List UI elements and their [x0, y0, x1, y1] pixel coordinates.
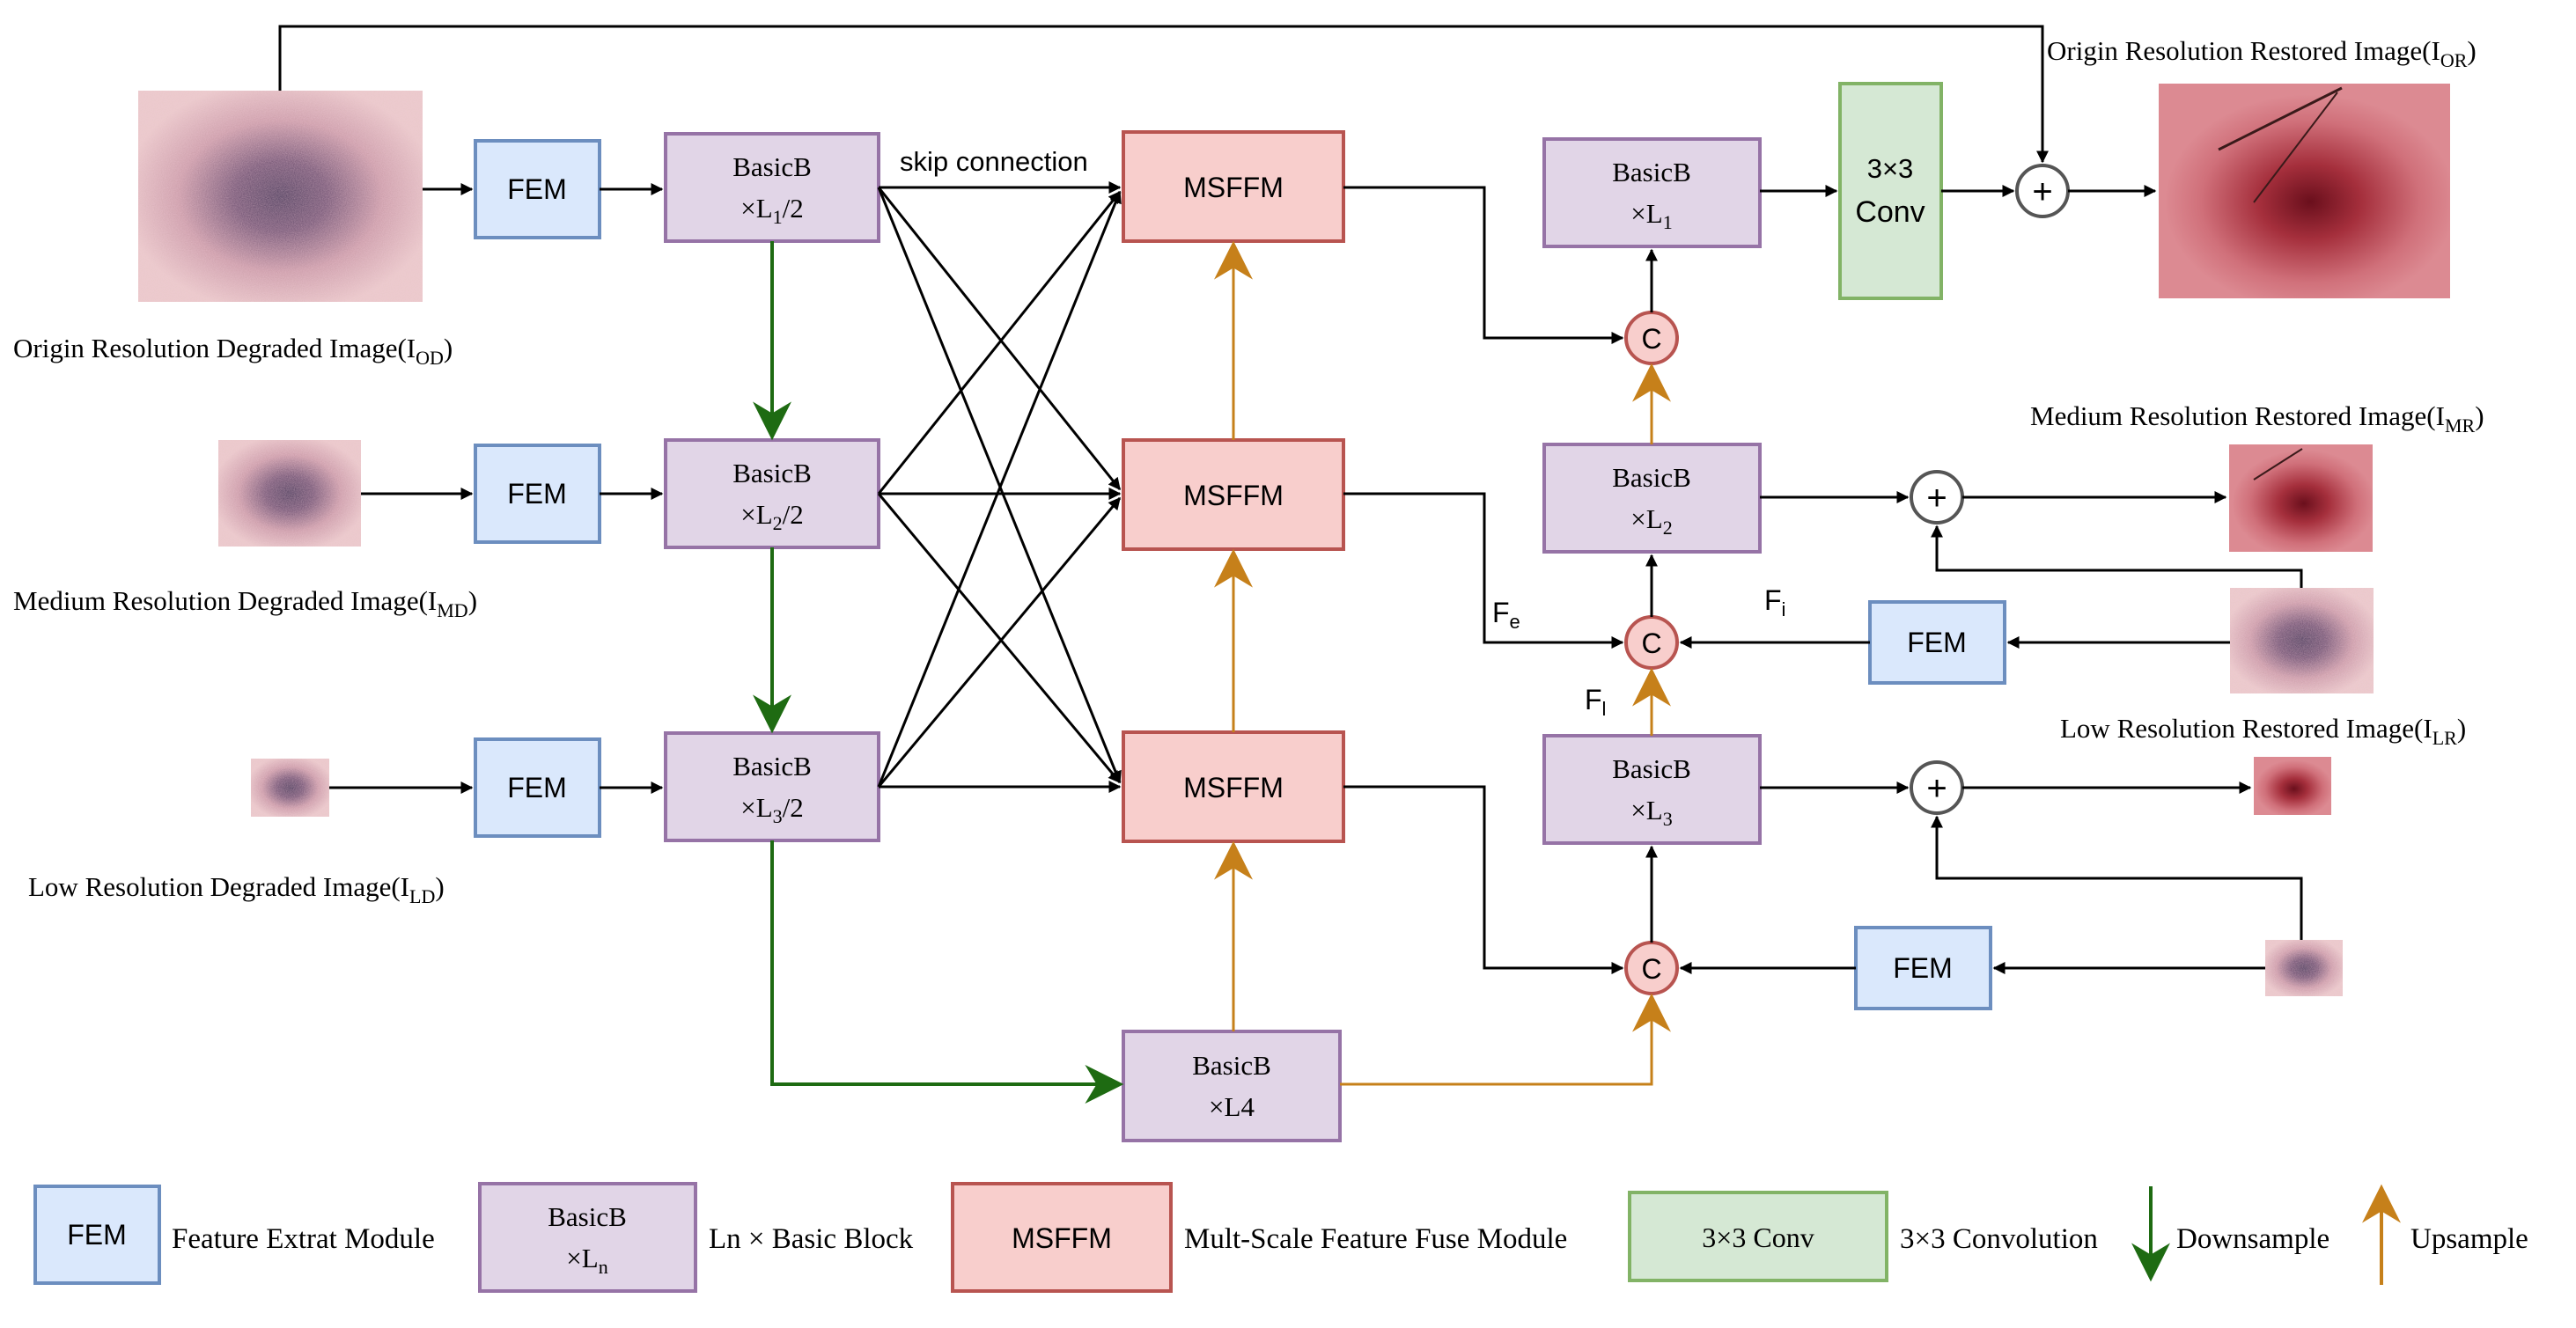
legend-fem: FEM Feature Extrat Module: [33, 1185, 435, 1285]
svg-text:MSFFM: MSFFM: [1183, 172, 1284, 203]
svg-text:C: C: [1641, 627, 1661, 659]
svg-text:×L1: ×L1: [1630, 198, 1672, 233]
origin-degraded-label: Origin Resolution Degraded Image(IOD): [13, 333, 453, 369]
svg-text:BasicB: BasicB: [548, 1201, 627, 1232]
svg-text:FEM: FEM: [507, 173, 567, 205]
origin-degraded-image: [138, 91, 423, 302]
downsample-arrows: [753, 241, 1124, 1104]
svg-text:BasicB: BasicB: [1612, 753, 1691, 784]
svg-text:Downsample: Downsample: [2176, 1223, 2329, 1255]
svg-text:Mult-Scale Feature Fuse Module: Mult-Scale Feature Fuse Module: [1184, 1223, 1567, 1255]
low-restored-image: [2254, 757, 2331, 815]
svg-text:×L2/2: ×L2/2: [740, 499, 804, 534]
low-right-degraded-image: [2265, 940, 2343, 996]
basic-block-l2: BasicB ×L2: [1542, 443, 1762, 554]
svg-text:Ln × Basic Block: Ln × Basic Block: [709, 1223, 914, 1255]
svg-text:BasicB: BasicB: [1192, 1050, 1271, 1081]
basic-block-l1-half: BasicB ×L1/2: [664, 132, 880, 243]
fe-label: Fe: [1492, 597, 1520, 633]
concat-node-bottom: C: [1624, 941, 1679, 995]
medium-degraded-image: [218, 440, 361, 547]
fem-block-origin: FEM: [474, 139, 601, 239]
add-node-low: +: [1910, 760, 1964, 815]
medium-restored-image: [2229, 444, 2373, 552]
low-degraded-image: [251, 759, 329, 817]
svg-text:FEM: FEM: [1893, 952, 1953, 984]
svg-text:3×3 Conv: 3×3 Conv: [1702, 1222, 1814, 1253]
msffm-block-bottom: MSFFM: [1122, 730, 1345, 843]
msffm-block-top: MSFFM: [1122, 130, 1345, 243]
basic-block-l3-half: BasicB ×L3/2: [664, 731, 880, 842]
conv-3x3-block: 3×3 Conv: [1838, 82, 1943, 300]
svg-text:MSFFM: MSFFM: [1183, 772, 1284, 803]
svg-text:FEM: FEM: [67, 1219, 127, 1251]
svg-text:BasicB: BasicB: [1612, 462, 1691, 493]
svg-text:×L3/2: ×L3/2: [740, 792, 804, 827]
basic-block-l4: BasicB ×L4: [1122, 1030, 1342, 1142]
svg-text:×L4: ×L4: [1209, 1091, 1255, 1122]
concat-node-middle: C: [1624, 615, 1679, 670]
fem-block-medium: FEM: [474, 444, 601, 544]
fem-block-low: FEM: [474, 737, 601, 838]
legend-upsample: Upsample: [2362, 1184, 2528, 1285]
legend-msffm: MSFFM Mult-Scale Feature Fuse Module: [951, 1182, 1567, 1293]
medium-degraded-label: Medium Resolution Degraded Image(IMD): [13, 585, 477, 621]
add-node-origin: +: [2015, 164, 2070, 218]
legend-basic-block: BasicB ×Ln Ln × Basic Block: [478, 1182, 914, 1293]
svg-text:BasicB: BasicB: [732, 151, 812, 182]
legend-downsample: Downsample: [2131, 1186, 2329, 1282]
svg-text:FEM: FEM: [507, 772, 567, 803]
svg-text:×L2: ×L2: [1630, 503, 1672, 539]
basic-block-l2-half: BasicB ×L2/2: [664, 438, 880, 549]
svg-text:BasicB: BasicB: [732, 458, 812, 488]
basic-block-l3: BasicB ×L3: [1542, 734, 1762, 845]
medium-restored-label: Medium Resolution Restored Image(IMR): [2030, 400, 2484, 437]
concat-node-top: C: [1624, 311, 1679, 365]
svg-text:MSFFM: MSFFM: [1012, 1222, 1112, 1254]
add-node-medium: +: [1910, 470, 1964, 525]
svg-text:Upsample: Upsample: [2410, 1223, 2528, 1255]
legend-conv: 3×3 Conv 3×3 Convolution: [1628, 1191, 2098, 1282]
basic-block-l1: BasicB ×L1: [1542, 137, 1762, 248]
origin-restored-label: Origin Resolution Restored Image(IOR): [2047, 35, 2477, 71]
low-degraded-label: Low Resolution Degraded Image(ILD): [28, 871, 445, 907]
svg-text:Feature Extrat Module: Feature Extrat Module: [172, 1223, 435, 1255]
skip-connection-label: skip connection: [900, 146, 1088, 177]
svg-text:C: C: [1641, 323, 1661, 355]
svg-text:+: +: [1926, 769, 1947, 808]
msffm-block-middle: MSFFM: [1122, 438, 1345, 551]
svg-text:×L1/2: ×L1/2: [740, 193, 804, 228]
svg-text:BasicB: BasicB: [1612, 157, 1691, 187]
svg-text:3×3 Convolution: 3×3 Convolution: [1900, 1223, 2098, 1255]
svg-text:MSFFM: MSFFM: [1183, 480, 1284, 511]
svg-text:FEM: FEM: [507, 478, 567, 510]
svg-text:3×3: 3×3: [1867, 153, 1914, 184]
low-restored-label: Low Resolution Restored Image(ILR): [2060, 713, 2466, 749]
black-connectors: [278, 25, 2303, 974]
fem-block-right-low: FEM: [1854, 926, 1992, 1010]
legend: FEM Feature Extrat Module BasicB ×Ln Ln …: [33, 1182, 2528, 1293]
upsample-arrows: [1214, 240, 1671, 1086]
svg-text:Conv: Conv: [1855, 195, 1925, 229]
svg-text:+: +: [2032, 172, 2052, 211]
svg-text:C: C: [1641, 953, 1661, 985]
svg-text:+: +: [1926, 479, 1947, 517]
origin-restored-image: [2159, 84, 2450, 298]
svg-text:FEM: FEM: [1907, 627, 1967, 658]
medium-right-degraded-image: [2230, 588, 2374, 693]
svg-text:×Ln: ×Ln: [566, 1243, 607, 1278]
fem-block-right-medium: FEM: [1868, 600, 2006, 685]
svg-text:BasicB: BasicB: [732, 751, 812, 781]
svg-text:×L3: ×L3: [1630, 795, 1672, 830]
fi-label: Fi: [1764, 584, 1785, 620]
fl-label: Fl: [1585, 684, 1606, 720]
